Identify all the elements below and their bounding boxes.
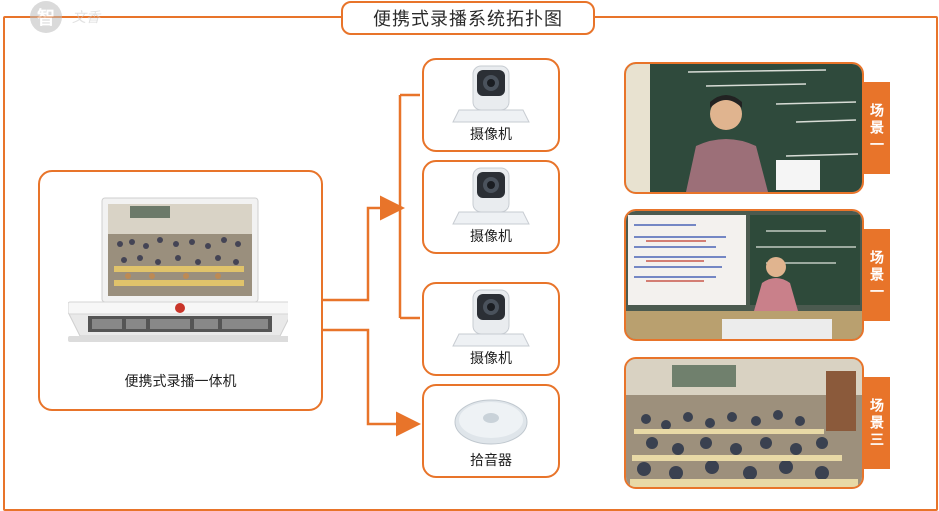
camera-icon [452, 65, 530, 123]
connector-laptop-to-mic [320, 328, 421, 437]
scene-photo-3 [624, 357, 864, 489]
scene-tag-1: 场景一 [862, 82, 890, 174]
scene-photo-2 [624, 209, 864, 341]
laptop-label: 便携式录播一体机 [124, 374, 237, 390]
camera-label: 摄像机 [470, 229, 512, 245]
laptop-box: 便携式录播一体机 [38, 170, 323, 411]
connector-laptop-to-cameras [320, 195, 405, 302]
scene-tag-3: 场景三 [862, 377, 890, 469]
logo-mark: 智 [30, 1, 62, 33]
microphone-label: 拾音器 [470, 453, 512, 469]
camera-icon [452, 167, 530, 225]
microphone-icon [454, 399, 528, 445]
camera-label: 摄像机 [470, 127, 512, 143]
camera-label: 摄像机 [470, 351, 512, 367]
scene-tag-2: 场景一 [862, 229, 890, 321]
camera-device-3: 摄像机 [422, 282, 560, 376]
classroom-photo-projection [626, 211, 862, 339]
camera-device-1: 摄像机 [422, 58, 560, 152]
classroom-photo-students [626, 359, 862, 487]
logo-text: 文香 [72, 10, 100, 26]
camera-device-2: 摄像机 [422, 160, 560, 254]
page-title: 便携式录播系统拓扑图 [341, 1, 595, 35]
camera-icon [452, 289, 530, 347]
classroom-photo-teacher-blackboard [626, 64, 862, 192]
brand-logo: 智 文香 [30, 1, 120, 33]
scene-photo-1 [624, 62, 864, 194]
laptop-icon [68, 197, 288, 342]
microphone-device: 拾音器 [422, 384, 560, 478]
